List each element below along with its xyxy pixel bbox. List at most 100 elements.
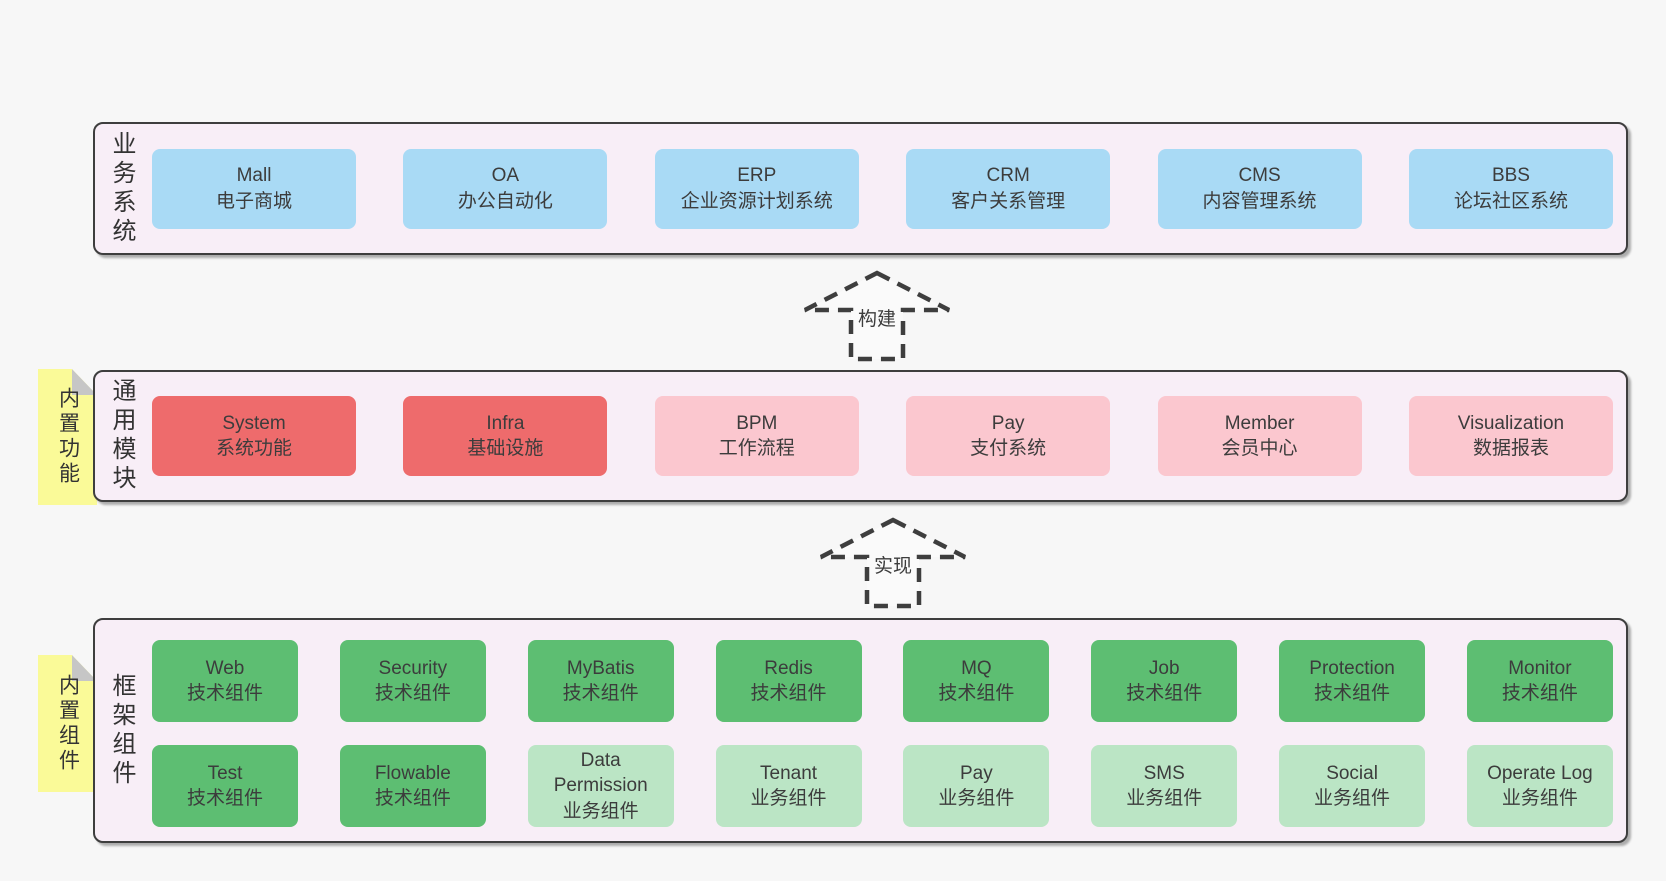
box-title: BPM [736,412,778,434]
sticky-note-label: 内置组件 [56,673,80,774]
box-title: BBS [1491,165,1530,187]
box-subtitle: 技术组件 [1126,683,1203,704]
box-subtitle: 技术组件 [374,683,451,704]
box-subtitle: 业务组件 [562,800,639,822]
box-subtitle: 基础设施 [467,438,544,459]
box-title: System [222,412,286,434]
box-title: CRM [986,165,1030,187]
box-pay-module: Pay 支付系统 [906,396,1111,476]
box-web: Web 技术组件 [152,640,298,722]
box-subtitle: 企业资源计划系统 [680,190,833,212]
box-oa: OA 办公自动化 [403,148,608,229]
box-title: MQ [961,657,992,679]
box-security: Security 技术组件 [339,640,486,722]
box-subtitle: 数据报表 [1472,438,1549,459]
box-title: Operate Log [1487,762,1593,784]
box-title: Member [1224,412,1295,434]
box-subtitle: 支付系统 [970,438,1047,459]
box-title: Job [1148,657,1180,679]
box-member: Member 会员中心 [1157,396,1362,476]
box-subtitle: 业务组件 [750,788,827,809]
layer-label-business-systems: 业务系统 [108,130,135,247]
box-subtitle: 技术组件 [186,683,263,704]
box-title: ERP [737,165,777,187]
box-title: Pay [960,762,993,784]
box-title: Pay [991,412,1025,434]
box-title: MyBatis [566,657,635,679]
box-redis: Redis 技术组件 [715,640,862,722]
box-title: CMS [1238,165,1281,187]
box-cms: CMS 内容管理系统 [1157,148,1362,229]
box-title: Monitor [1508,657,1572,679]
box-test: Test 技术组件 [152,745,298,827]
box-mall: Mall 电子商城 [152,148,356,229]
box-sms: SMS 业务组件 [1091,745,1238,827]
box-title: OA [491,165,520,187]
box-title: Mall [236,165,272,187]
box-mybatis: MyBatis 技术组件 [527,640,674,722]
box-subtitle: 业务组件 [1314,788,1391,809]
box-mq: MQ 技术组件 [903,640,1050,722]
framework-components-row-2: Test 技术组件 Flowable 技术组件 Data Permission … [152,745,1613,827]
box-title: Security [378,657,448,679]
box-title: Visualization [1457,412,1565,434]
arrow-implement-label: 实现 [871,551,915,578]
layer-label-framework-components: 框架组件 [108,672,135,789]
box-title: Infra [486,412,525,434]
box-crm: CRM 客户关系管理 [906,148,1111,229]
box-infra: Infra 基础设施 [403,396,608,476]
arrow-implement: 实现 [818,517,968,609]
box-subtitle: 电子商城 [215,190,292,212]
box-subtitle: 论坛社区系统 [1453,190,1568,212]
layer-framework-components: 框架组件 Web 技术组件 Security 技术组件 MyBatis 技术组件… [93,618,1628,843]
box-title: Flowable [374,762,451,784]
box-title: Data Permission [553,750,648,797]
box-title: SMS [1143,762,1185,784]
box-subtitle: 工作流程 [718,438,795,459]
box-title: Test [207,762,243,784]
layer-common-modules: 通用模块 System 系统功能 Infra 基础设施 BPM 工作流程 Pay… [93,370,1628,502]
box-subtitle: 业务组件 [1501,788,1578,809]
sticky-note-built-in-features: 内置功能 [38,369,97,505]
box-subtitle: 技术组件 [186,788,263,809]
common-modules-row: System 系统功能 Infra 基础设施 BPM 工作流程 Pay 支付系统… [152,396,1613,476]
box-subtitle: 系统功能 [215,438,292,459]
box-bpm: BPM 工作流程 [654,396,859,476]
box-subtitle: 技术组件 [562,683,639,704]
layer-business-systems: 业务系统 Mall 电子商城 OA 办公自动化 ERP 企业资源计划系统 CRM… [93,122,1628,255]
arrow-build-label: 构建 [855,304,899,331]
box-flowable: Flowable 技术组件 [339,745,486,827]
box-subtitle: 技术组件 [1314,683,1391,704]
box-subtitle: 内容管理系统 [1202,190,1317,212]
box-subtitle: 业务组件 [1126,788,1203,809]
business-systems-row: Mall 电子商城 OA 办公自动化 ERP 企业资源计划系统 CRM 客户关系… [152,148,1613,229]
box-subtitle: 技术组件 [1501,683,1578,704]
box-title: Tenant [760,762,818,784]
box-title: Redis [764,657,813,679]
box-subtitle: 办公自动化 [457,190,553,212]
box-title: Protection [1309,657,1395,679]
box-protection: Protection 技术组件 [1279,640,1426,722]
box-pay-component: Pay 业务组件 [903,745,1050,827]
box-bbs: BBS 论坛社区系统 [1408,148,1613,229]
box-subtitle: 客户关系管理 [951,190,1066,212]
sticky-note-built-in-components: 内置组件 [38,655,97,792]
box-subtitle: 技术组件 [374,788,451,809]
box-data-permission: Data Permission 业务组件 [527,745,674,827]
framework-components-row-1: Web 技术组件 Security 技术组件 MyBatis 技术组件 Redi… [152,640,1613,722]
box-subtitle: 会员中心 [1221,438,1298,459]
box-title: Social [1326,762,1378,784]
box-operate-log: Operate Log 业务组件 [1466,745,1613,827]
box-tenant: Tenant 业务组件 [715,745,862,827]
box-erp: ERP 企业资源计划系统 [654,148,859,229]
box-title: Web [205,657,245,679]
box-visualization: Visualization 数据报表 [1408,396,1613,476]
box-monitor: Monitor 技术组件 [1466,640,1613,722]
sticky-note-label: 内置功能 [56,387,80,487]
box-subtitle: 业务组件 [938,788,1015,809]
box-job: Job 技术组件 [1091,640,1238,722]
arrow-build: 构建 [802,270,952,362]
box-subtitle: 技术组件 [938,683,1015,704]
box-system: System 系统功能 [152,396,356,476]
box-social: Social 业务组件 [1279,745,1426,827]
